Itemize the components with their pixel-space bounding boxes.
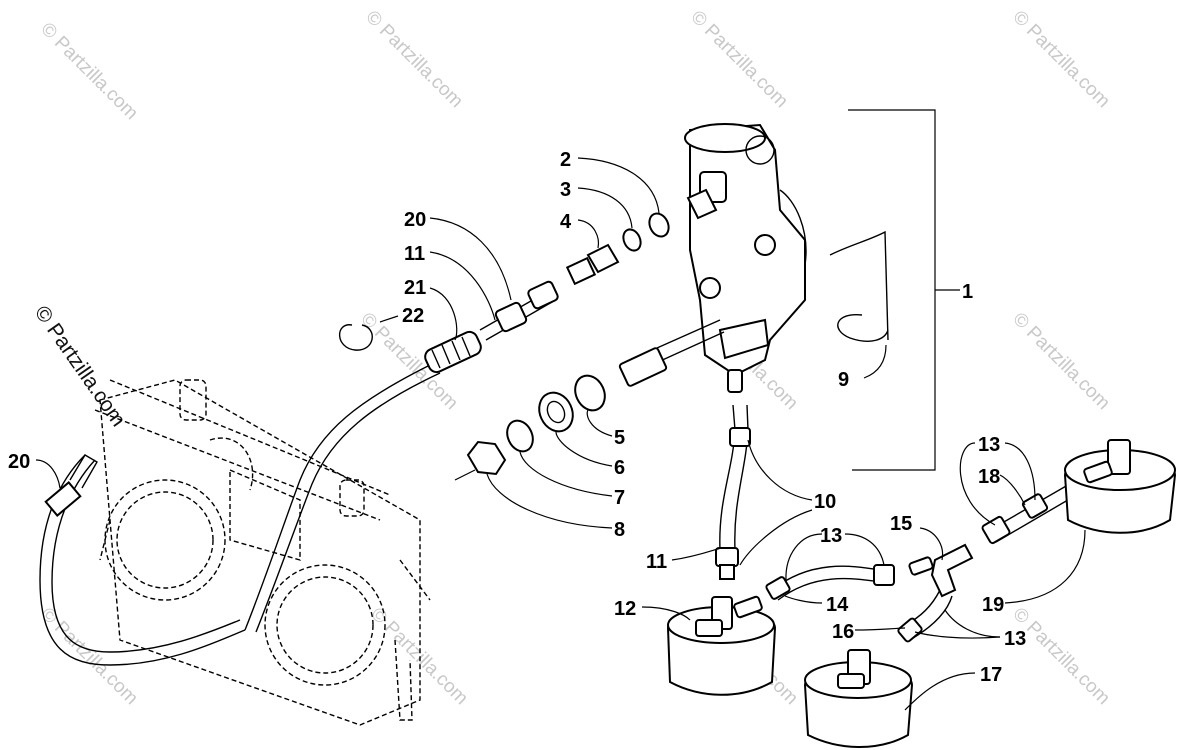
throttle-cable-21 xyxy=(244,280,559,633)
hose-10-vertical xyxy=(715,404,751,580)
stem-assembly xyxy=(618,319,725,387)
watermark: © Partzilla.com xyxy=(366,604,471,709)
callout-16: 16 xyxy=(832,621,854,643)
callout-22: 22 xyxy=(402,305,424,327)
fitting-4 xyxy=(565,243,620,286)
callout-5: 5 xyxy=(614,427,625,449)
nut-8 xyxy=(466,440,507,476)
clip-22 xyxy=(338,324,373,351)
callout-7: 7 xyxy=(614,487,625,509)
callout-labels: 1 2 3 4 5 6 7 8 9 10 11 11 12 13 13 13 1… xyxy=(8,149,1026,686)
callout-4: 4 xyxy=(560,211,572,233)
hose-16 xyxy=(897,589,953,643)
callout-11-lower: 11 xyxy=(646,551,667,573)
callout-13-top: 13 xyxy=(978,434,1000,456)
callout-21: 21 xyxy=(404,277,426,299)
callout-10: 10 xyxy=(814,491,836,513)
callout-13-lower: 13 xyxy=(1004,628,1026,650)
callout-3: 3 xyxy=(560,179,571,201)
leader-lines xyxy=(35,157,1086,711)
washer-6-inner xyxy=(546,400,566,424)
washer-7 xyxy=(506,419,534,453)
watermark: © Partzilla.com xyxy=(1008,309,1113,414)
tee-fitting-15 xyxy=(908,543,974,598)
callout-8: 8 xyxy=(614,519,625,541)
callout-17: 17 xyxy=(980,664,1002,686)
callout-9: 9 xyxy=(838,369,849,391)
watermark: © Partzilla.com xyxy=(686,7,791,112)
callout-12: 12 xyxy=(614,598,636,620)
watermark: © Partzilla.com xyxy=(36,19,141,124)
washer-2 xyxy=(648,212,670,238)
watermarks: © Partzilla.com © Partzilla.com © Partzi… xyxy=(30,7,1114,709)
callout-6: 6 xyxy=(614,457,625,479)
throttle-body-assembly xyxy=(94,379,431,726)
bracket-1 xyxy=(848,109,960,471)
gasket-5 xyxy=(574,374,606,412)
callout-2: 2 xyxy=(560,149,571,171)
callout-1: 1 xyxy=(962,281,973,303)
hose-14 xyxy=(765,564,895,601)
pulse-chamber-17 xyxy=(803,649,914,748)
callout-20-left: 20 xyxy=(8,451,30,473)
washer-6 xyxy=(538,391,574,433)
callout-11-upper: 11 xyxy=(404,243,425,265)
callout-20-upper: 20 xyxy=(404,209,426,231)
watermark: © Partzilla.com xyxy=(361,7,466,112)
callout-13-mid: 13 xyxy=(820,525,842,547)
fuel-pump-1 xyxy=(684,123,807,393)
callout-14: 14 xyxy=(826,594,849,616)
watermark-dark: © Partzilla.com xyxy=(30,302,130,431)
callout-15: 15 xyxy=(890,513,912,535)
pulse-chamber-19 xyxy=(1063,439,1177,534)
clip-9 xyxy=(829,230,889,342)
o-ring-3 xyxy=(622,228,642,252)
callout-19: 19 xyxy=(982,594,1004,616)
callout-18: 18 xyxy=(978,466,1000,488)
watermark: © Partzilla.com xyxy=(1008,604,1113,709)
watermark: © Partzilla.com xyxy=(36,604,141,709)
pulse-chamber-12 xyxy=(666,595,777,696)
watermark: © Partzilla.com xyxy=(1008,7,1113,112)
hose-20-left xyxy=(39,454,246,666)
